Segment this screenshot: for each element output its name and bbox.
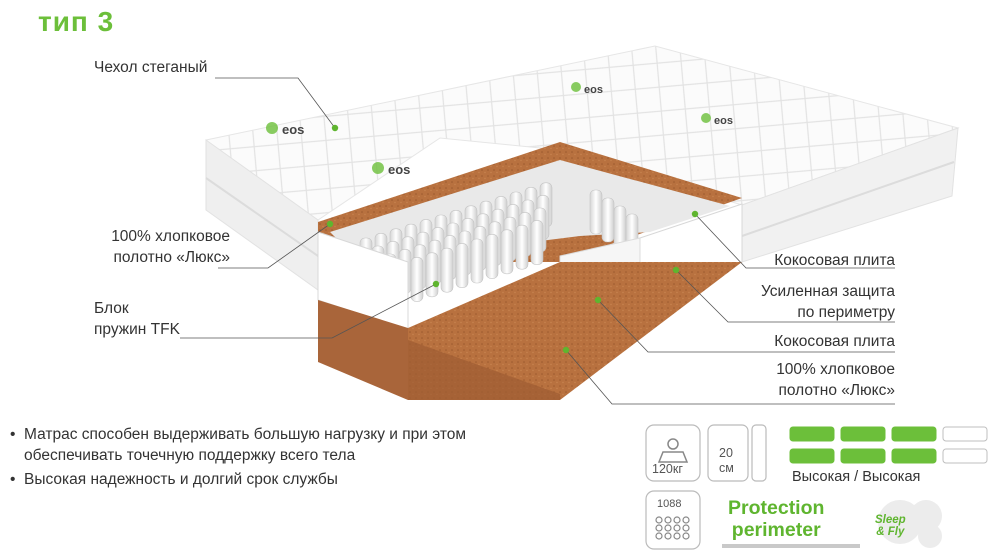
spring [425,252,439,298]
label-cotton-right: 100% хлопковое полотно «Люкс» [776,361,895,399]
feature-list: •Матрас способен выдерживать большую наг… [8,424,544,493]
spring-dot [673,524,681,532]
page-title: тип 3 [38,6,115,37]
list-item: •Матрас способен выдерживать большую наг… [10,426,467,464]
stiffness-bar-filled [891,426,937,442]
stiffness-bar-filled [891,448,937,464]
stiffness-bar-filled [789,426,835,442]
brand-text: eos [714,115,733,127]
spring-dot [673,516,681,524]
spring-dot [682,516,690,524]
spring [455,243,469,288]
spring-dot [664,516,672,524]
spring [601,197,615,243]
spring-dot [682,524,690,532]
stiffness-caption: Высокая / Высокая [792,469,921,485]
stiffness-bar-filled [840,448,886,464]
label-spring-block: Блок пружин TFK [94,300,180,338]
brand-text: eos [388,162,410,177]
spring [500,229,514,275]
spring [470,238,484,284]
label-protection: Усиленная защита по периметру [760,283,895,321]
spring [410,257,424,302]
protection-perimeter-badge: Protection perimeter [728,497,825,541]
spring-dot [655,532,663,540]
height-value: 20 [719,446,733,460]
stiffness-bar-empty [942,426,988,442]
badge-springs [645,490,701,550]
springs-value: 1088 [657,498,682,510]
spring-dot [664,524,672,532]
spring-dot [655,516,663,524]
spring [515,224,529,270]
brand-text: eos [584,84,603,96]
coconut-plate-bottom [408,262,742,400]
list-item: •Высокая надежность и долгий срок службы [10,471,338,488]
spring [485,234,499,279]
stiffness-bar-empty [942,448,988,464]
brand-logo [266,82,711,174]
sleep-fly-icon [878,500,942,548]
stiffness-bar-filled [789,448,835,464]
label-cover: Чехол стеганый [94,59,208,76]
spring [589,189,603,235]
height-unit: см [719,461,734,475]
stiffness-bar-filled [840,426,886,442]
brand-text: eos [282,122,304,137]
spring [440,247,454,293]
badge-load [645,424,701,482]
weight-icon [657,438,689,463]
callout-dots [326,124,699,354]
callout-lines [180,77,895,405]
spring-dot [655,524,663,532]
spring-dot [673,532,681,540]
label-coconut-top: Кокосовая плита [774,252,895,269]
sleep-fly-badge: Sleep & Fly [875,514,906,538]
stiffness-scale [789,426,988,464]
spring-dot [682,532,690,540]
label-coconut-bottom: Кокосовая плита [774,333,895,350]
label-cotton-left: 100% хлопковое полотно «Люкс» [111,228,230,266]
spring [530,220,544,265]
spring-dot [664,532,672,540]
badge-height [707,424,767,482]
springs-icon [655,516,690,540]
load-value: 120кг [652,462,683,476]
